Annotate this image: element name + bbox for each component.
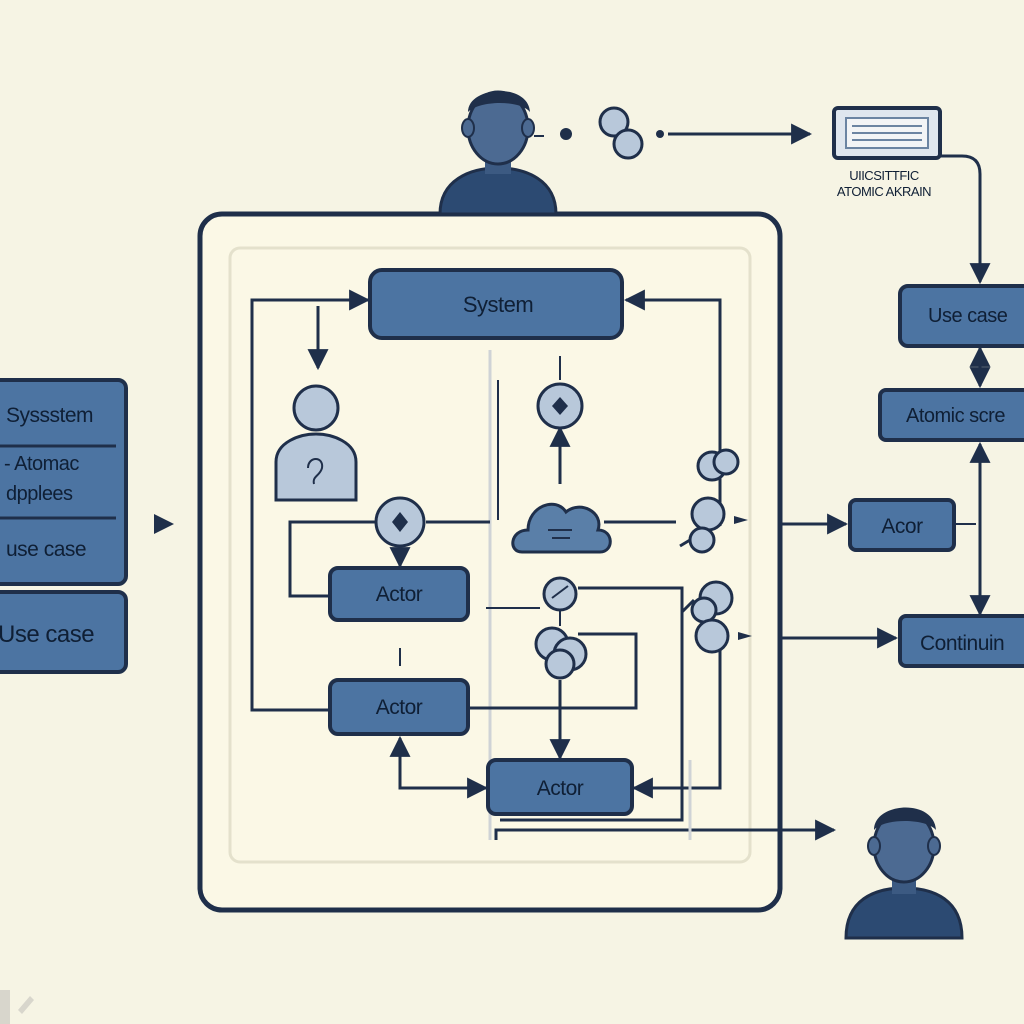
screen-icon <box>832 106 942 160</box>
left-pointer-icon <box>154 514 174 534</box>
top-person-icon <box>438 90 558 216</box>
right-usecase-label: Use case <box>928 305 1008 327</box>
actor-box-bottom[interactable]: Actor <box>486 758 634 816</box>
right-actor-label: Acor <box>881 515 923 538</box>
left-panel: Syssstem - Atomac dpplees use case <box>0 378 128 586</box>
cloud-icon <box>511 502 612 554</box>
right-actor-box[interactable]: Acor <box>848 498 956 552</box>
left-usecase-small-label: use case <box>6 538 86 561</box>
left-atomac-label: - Atomac <box>4 453 79 475</box>
right-continuing-label: Continuin <box>920 632 1004 655</box>
left-system-label: Syssstem <box>6 404 93 427</box>
corner-mark-icon <box>0 990 34 1024</box>
header-label-line1: UIICSITTFIC <box>849 168 919 183</box>
right-atomic-box[interactable]: Atomic scre <box>878 388 1024 442</box>
left-usecase-large-label: Use case <box>0 621 94 648</box>
bottom-person-icon <box>844 807 964 940</box>
right-connectors <box>780 154 991 649</box>
actor-top-label: Actor <box>376 583 423 606</box>
system-label: System <box>463 292 533 317</box>
right-usecase-box[interactable]: Use case <box>898 284 1024 348</box>
right-atomic-label: Atomic scre <box>906 405 1005 427</box>
actor-mid-label: Actor <box>376 696 423 719</box>
system-box[interactable]: System <box>368 268 624 340</box>
actor-box-mid[interactable]: Actor <box>328 678 470 736</box>
actor-bottom-label: Actor <box>537 777 584 800</box>
top-connector <box>534 106 813 160</box>
right-small-nodes <box>679 448 752 654</box>
decision-node-left <box>374 496 426 548</box>
center-small-nodes <box>534 576 588 680</box>
decision-node-center <box>536 382 584 430</box>
left-usecase-box[interactable]: Use case <box>0 590 128 674</box>
left-dpplees-label: dpplees <box>6 483 73 505</box>
actor-box-top[interactable]: Actor <box>328 566 470 622</box>
inner-person-icon <box>274 384 358 502</box>
header-label-line2: ATOMIC AKRAIN <box>837 184 931 199</box>
right-continuing-box[interactable]: Continuin <box>898 614 1024 668</box>
